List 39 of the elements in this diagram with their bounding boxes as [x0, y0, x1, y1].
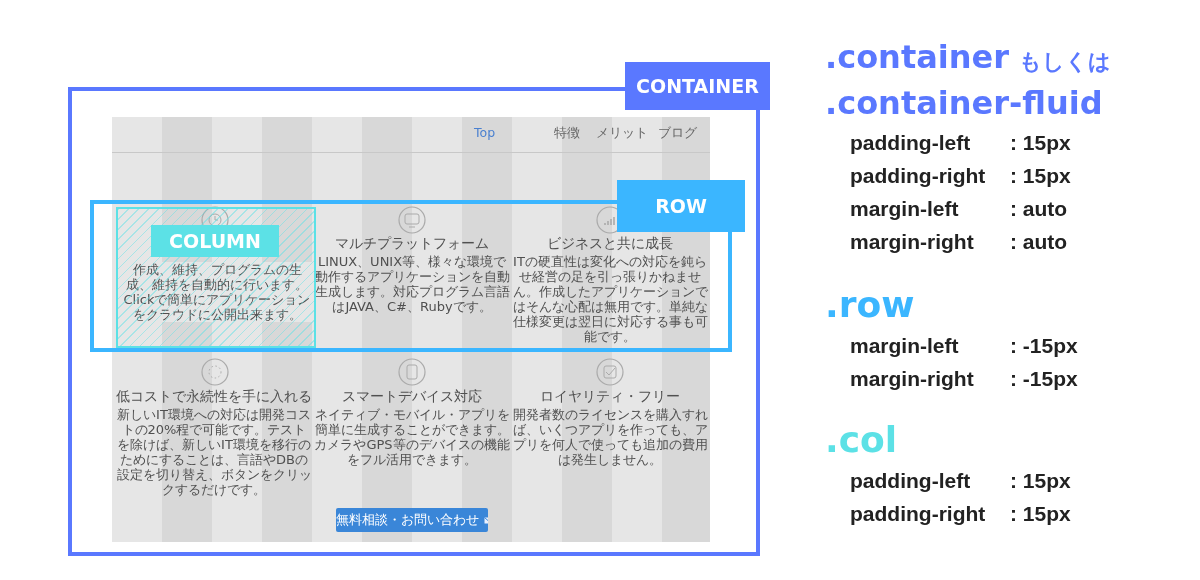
note-text: もしくは [1019, 48, 1111, 76]
class-name: .row [825, 284, 915, 325]
property-value: : 15px [1010, 502, 1071, 526]
property-value: : auto [1010, 230, 1068, 254]
class-name: .container [825, 38, 1009, 76]
feature-heading: ロイヤリティ・フリー [539, 388, 681, 406]
class-name: .container-fluid [825, 84, 1103, 122]
property-name: padding-left [850, 469, 971, 493]
feature-text: 新しいIT環境への対応は開発コストの20%程で可能です。テストを除けば、新しいIT環境を移行のためにすることは、言語やDBの設定を切り替え、ボタンをクリックするだけです。 [116, 407, 312, 497]
container-tag: CONTAINER [625, 62, 770, 110]
property-name: margin-right [850, 367, 974, 391]
property-value: : 15px [1010, 164, 1071, 188]
nav-link: Top [474, 125, 497, 140]
class-name: .col [825, 419, 898, 460]
property-name: margin-left [850, 197, 959, 221]
property-name: margin-left [850, 334, 959, 358]
column-tag: COLUMN [151, 225, 279, 257]
feature-text: 開発者数のライセンスを購入すれば、いくつアプリを作っても、アプリを何人で使っても追加の費用は発生しません。 [512, 407, 708, 467]
nav-link: ブログ [658, 125, 698, 142]
property-name: padding-left [850, 131, 971, 155]
property-name: padding-right [850, 164, 986, 188]
property-value: : -15px [1010, 334, 1078, 358]
feature-heading: 低コストで永続性を手に入れる [116, 388, 312, 406]
property-value: : -15px [1010, 367, 1078, 391]
feature-text: ネイティブ・モバイル・アプリを簡単に生成することができます。カメラやGPS等のデバイスの機能をフル活用できます。 [314, 407, 510, 467]
property-name: padding-right [850, 502, 986, 526]
row-tag: ROW [617, 180, 745, 232]
nav-link: 特徴 [554, 125, 581, 142]
feature-heading: ビジネスと共に成長 [546, 235, 674, 253]
property-value: : auto [1010, 197, 1068, 221]
property-value: : 15px [1010, 131, 1071, 155]
property-value: : 15px [1010, 469, 1071, 493]
feature-heading: スマートデバイス対応 [341, 388, 483, 406]
feature-text: LINUX、UNIX等、様々な環境で動作するアプリケーションを自動生成します。対応プログラム言語はJAVA、C#、Rubyです。 [314, 254, 510, 314]
nav-link: メリット [596, 125, 646, 142]
feature-heading: マルチプラットフォーム [334, 235, 490, 253]
contact-button: 無料相談・お問い合わせ [336, 508, 488, 532]
feature-text: ITの硬直性は変化への対応を鈍らせ経営の足を引っ張りかねません。作成したアプリケーションではそんな心配は無用です。単純な仕様変更は翌日に対応する事も可能です。 [512, 254, 708, 344]
property-name: margin-right [850, 230, 974, 254]
